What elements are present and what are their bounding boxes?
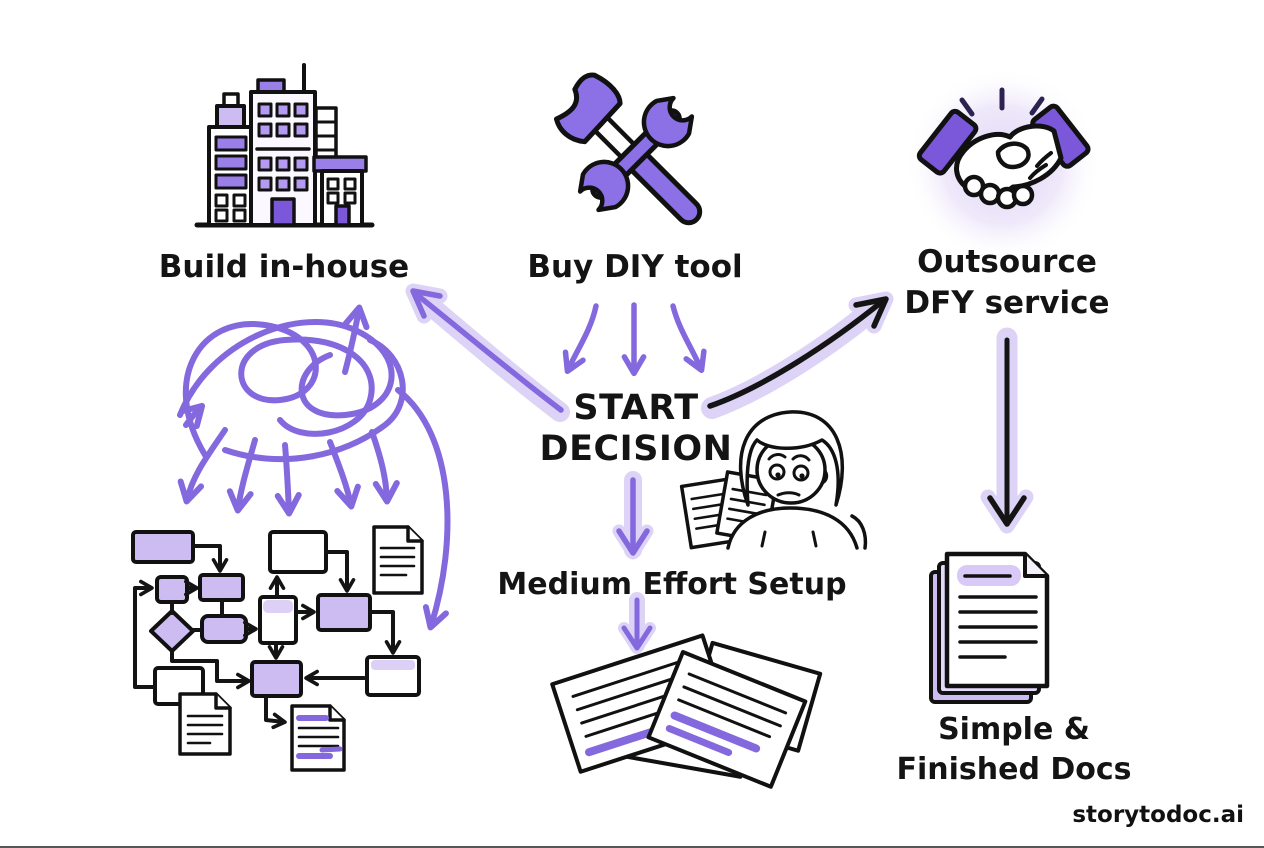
watermark-storytodoc: storytodoc.ai bbox=[1072, 802, 1244, 828]
document-icon bbox=[372, 525, 424, 595]
buildings-icon bbox=[194, 63, 375, 228]
handshake-icon bbox=[905, 67, 1101, 263]
arrows-diy-to-start bbox=[562, 302, 707, 377]
label-start-line2: DECISION bbox=[539, 428, 733, 469]
label-simple-line1: Simple & bbox=[938, 712, 1090, 747]
document-stack-icon bbox=[929, 551, 1050, 704]
arrow-medium-to-papers bbox=[618, 592, 656, 654]
label-simple-line2: Finished Docs bbox=[896, 751, 1132, 787]
arrow-start-to-dfy bbox=[701, 291, 894, 419]
bottom-edge-line bbox=[0, 846, 1264, 848]
label-outsource-line1: Outsource bbox=[917, 244, 1097, 280]
document-icon bbox=[178, 692, 232, 756]
sparkle-icon bbox=[959, 87, 1045, 117]
label-start-line1: START bbox=[573, 388, 699, 428]
label-start-decision: START DECISION bbox=[540, 388, 733, 469]
label-outsource-line2: DFY service bbox=[904, 284, 1110, 321]
label-medium-effort-setup: Medium Effort Setup bbox=[497, 567, 847, 602]
label-simple-finished-docs: Simple & Finished Docs bbox=[896, 710, 1131, 789]
label-buy-diy-tool: Buy DIY tool bbox=[527, 249, 743, 285]
tangled-arrows-icon bbox=[177, 304, 451, 631]
hammer-wrench-icon bbox=[553, 72, 703, 226]
document-icon bbox=[290, 704, 346, 772]
arrow-dfy-to-docs bbox=[980, 327, 1034, 534]
worried-person-icon bbox=[679, 410, 868, 550]
arrow-start-to-medium bbox=[612, 471, 654, 560]
scattered-papers-icon bbox=[550, 633, 823, 789]
messy-flowchart-icon bbox=[131, 525, 424, 772]
label-outsource-dfy: Outsource DFY service bbox=[904, 242, 1109, 324]
arrow-start-to-build bbox=[405, 283, 570, 422]
label-build-in-house: Build in-house bbox=[158, 249, 410, 285]
